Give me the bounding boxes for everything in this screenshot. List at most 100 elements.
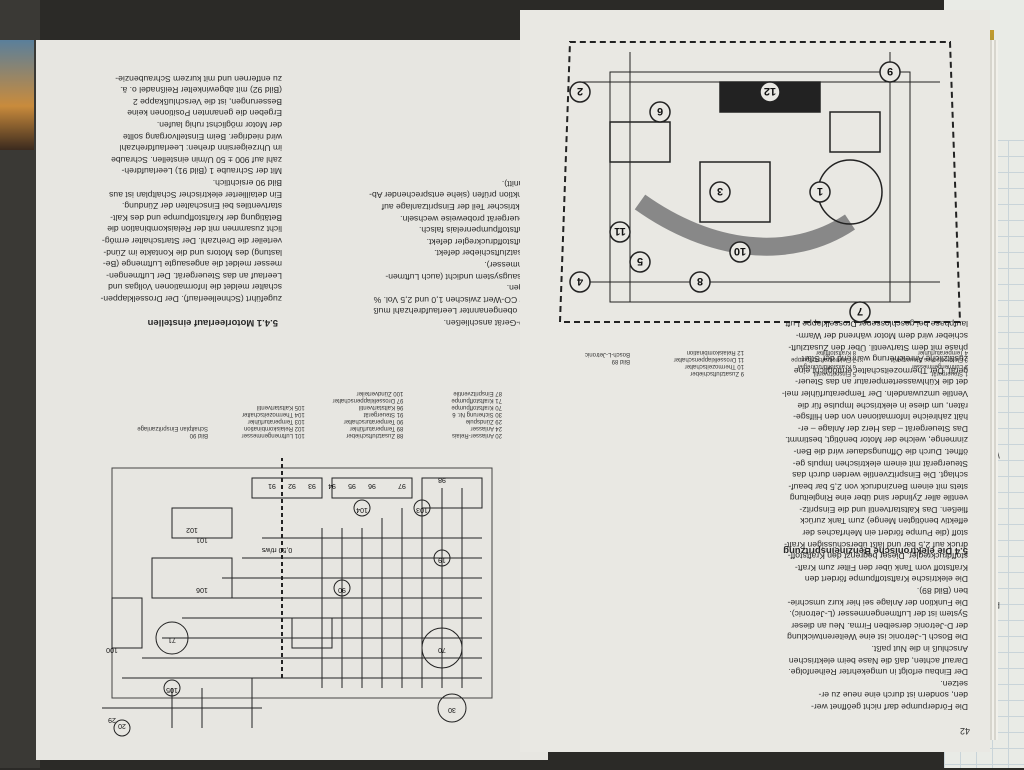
legend-item: 91 Steuergerät (363, 411, 404, 417)
text-line: den, sondern ist durch eine neue zu er- (818, 690, 968, 701)
text-line: Mit der Schraube 1 (Bild 91) Leerlaufdre… (121, 166, 283, 177)
text-line: fließen. Das Kaltstartventil und die Ein… (799, 504, 968, 515)
left-page: 43 (36, 40, 548, 760)
legend-item: 70 Kraftstoffpumpe (451, 404, 502, 410)
callout-label: 11 (614, 225, 626, 237)
legend-item: 90 Temperaturschalter (343, 418, 404, 424)
legend-item: 5 Einspritzventil (813, 370, 856, 376)
text-line: messer meldet die angesaugte Luftmenge (… (102, 259, 282, 270)
page-number-42: 42 (959, 726, 970, 736)
wiring-label: 96 (368, 482, 376, 489)
wiring-label: 0,50 rt/ws (261, 546, 292, 553)
callout-circle (569, 271, 591, 293)
wiring-label: 103 (416, 506, 428, 513)
text-line: der CO-Wert zwischen 1,0 und 2,5 Vol. % (373, 294, 532, 305)
text-line: der D-Jetronic derselben Firma. Neu an d… (791, 620, 968, 631)
text-line: Besserungen, ist die Verschlußkappe 2 (132, 96, 282, 107)
text-line: schlagt. Die Einspritzventile werden dur… (792, 470, 968, 481)
text-line: Die Förderpumpe darf nicht geöffnet wer- (811, 702, 968, 712)
wiring-label: 102 (186, 526, 198, 533)
left-page-left-column: CO-Gerät anschließen.Bei obengenannter L… (369, 177, 532, 328)
legend-item: 29 Zündspule (465, 418, 502, 424)
legend-item: 101 Luftmengenmesser (241, 432, 305, 438)
legend-item: 24 Anlasser (470, 425, 502, 431)
wiring-label: 92 (288, 482, 296, 489)
legend-item: 97 Drosselklappenschalter (332, 397, 404, 403)
wiring-label: 100 (106, 646, 118, 653)
text-line: Kraftstoff vom Tank über den Filter zum … (794, 562, 968, 573)
legend-item: 102 Relaiskombination (243, 425, 305, 431)
callout-label: 7 (857, 305, 863, 317)
text-line: Das Steuergerät – das Herz der Anlage – … (797, 423, 968, 434)
wiring-label: 70 (438, 646, 446, 653)
legend-item: 71 Kraftstoffpumpe (451, 397, 502, 403)
wiring-label: 101 (196, 536, 208, 543)
wiring-label: 20 (118, 722, 126, 729)
legend-item: 103 Temperaturfühler (247, 418, 305, 424)
wiring-label: 95 (348, 482, 356, 489)
figure-90-caption: Bild 90 Schaltplan Einspritzanlage (137, 425, 208, 438)
wiring-label: 71 (168, 636, 176, 643)
text-line: System ist der Luftmengenmesser (L-Jetro… (789, 609, 968, 620)
text-line: stets mit einem Benzindruck von 2,5 bar … (788, 481, 968, 492)
text-line: (Bild 92) mit abgewinkelter Reißnadel o.… (120, 85, 282, 96)
wiring-label: 93 (308, 482, 316, 489)
text-line: liegen. (369, 282, 532, 293)
callout-label: 2 (577, 85, 583, 97)
text-line: ventile aller Zylinder sind über eine Ri… (789, 493, 968, 504)
text-line: zinmenge, welche der Motor benötigt, bes… (785, 435, 968, 446)
wiring-label: 98 (438, 476, 446, 483)
callout-circle (759, 81, 781, 103)
legend-item: 8 Kraftstofffilter (815, 349, 856, 355)
right-page: 42 5.4 Die elektronische Benzineinspritz… (520, 10, 990, 752)
wiring-label: 94 (328, 482, 336, 489)
legend-item: 2 Luftmengenmesser (911, 363, 968, 369)
text-line: Betätigung der Kraftstoffpumpe und des K… (110, 212, 282, 223)
text-line: der Motor möglichst ruhig laufen. (156, 120, 282, 131)
figure-89-caption: Bild 89 Bosch-L-Jetronic (584, 351, 630, 364)
text-line: räten, um diese in elektrische Impulse f… (797, 400, 968, 411)
callout-circle (729, 241, 751, 263)
text-line: schalter meldet die Informationen Vollga… (108, 282, 282, 293)
callout-label: 12 (764, 85, 776, 97)
text-line: zu entfernen und mit kurzem Schraubenzie… (115, 73, 282, 84)
text-line: Ergeben die genannten Positionen keine (127, 108, 282, 119)
callout-label: 10 (734, 245, 746, 257)
callout-circle (569, 81, 591, 103)
text-line: Ansaugsystem undicht (auch Luftmen- (385, 271, 532, 282)
text-line: Steuergerät probeweise wechseln. (400, 213, 532, 224)
text-line: Steuergerät mit einem elektrischen Impul… (792, 458, 968, 469)
text-line: im Uhrzeigersinn drehen: Leerlaufdrehzah… (119, 143, 282, 154)
text-line: CO-Gerät anschließen. (443, 318, 532, 328)
text-line: Kraftstoffdruckregler defekt. (426, 236, 532, 247)
text-line: Bild 90 ersichtlich. (212, 178, 282, 189)
legend-item: 105 Kaltstartventil (256, 404, 305, 410)
left-page-right-column: zugeführt (Schnelleerlauf). Der Drosselk… (100, 72, 282, 304)
photo-left (0, 40, 34, 150)
text-line: Kraftstoffpumpenrelais falsch. (418, 225, 532, 236)
right-page-body: Die Förderpumpe darf nicht geöffnet wer-… (782, 318, 968, 712)
text-line: Ventile umzuwandeln. Der Temperaturfühle… (781, 388, 968, 399)
legend-item: 3 Elektronisches Steuergerät (890, 356, 968, 362)
legend-item: 9 Zusatzluftschieber (690, 370, 744, 376)
legend-item: 4 Temperaturfühler (917, 349, 968, 355)
text-line: startventiles bei Einschalten der Zündun… (121, 201, 282, 212)
text-line: stoff (die Pumpe fördert ein Mehrfaches … (802, 528, 968, 539)
callout-label: 4 (576, 275, 583, 287)
legend-item: 30 Sicherung Nr. 6 (452, 411, 502, 417)
text-line: lastung) des Motors und die Kontakte im … (103, 247, 282, 258)
legend-item: 87 Einspritzventile (453, 390, 502, 396)
section-5-4-1-title: 5.4.1 Motorleerlauf einstellen (147, 317, 278, 328)
legend-item: 96 Kaltstartventil (358, 404, 404, 410)
callout-label: 1 (817, 185, 823, 197)
wiring-label: 30 (448, 706, 456, 713)
text-line: licht zusammen mit der Relaiskombination… (107, 224, 282, 235)
wiring-label: 105 (166, 686, 178, 693)
callout-circle (689, 271, 711, 293)
text-line: zugeführt (Schnelleerlauf). Der Drosselk… (100, 294, 282, 304)
text-line: Bei obengenannter Leerlaufdrehzahl muß (373, 306, 532, 317)
